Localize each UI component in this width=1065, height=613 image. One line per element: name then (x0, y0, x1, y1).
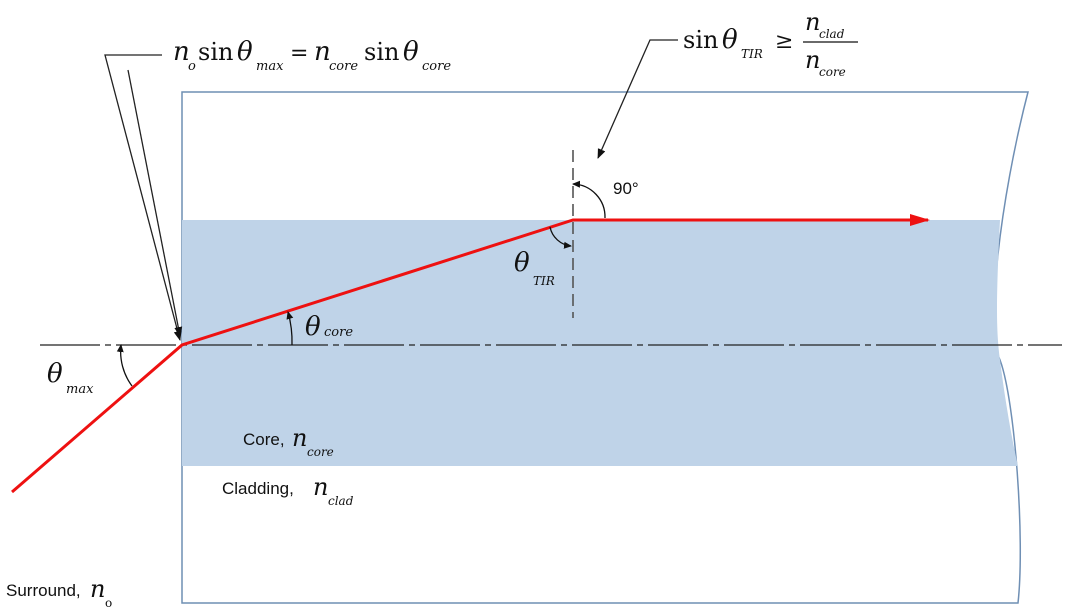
leader-entry-equation (104, 54, 182, 341)
svg-text:θ: θ (237, 37, 253, 67)
tir-condition-equation: sin θ TIR ≥ n clad n core (683, 8, 858, 79)
theta-core-label: θ (305, 312, 321, 342)
angle-arrow-icon (572, 180, 606, 219)
svg-text:Cladding,: Cladding, (222, 479, 294, 498)
theta-core-subscript: core (324, 325, 353, 340)
svg-text:n: n (805, 8, 820, 36)
angle-arrow-icon (549, 226, 572, 249)
svg-text:Surround,: Surround, (6, 581, 81, 600)
svg-text:n: n (313, 473, 328, 501)
surround-label: Surround, n o (6, 575, 112, 610)
light-ray (11, 214, 930, 494)
svg-text:core: core (307, 445, 334, 459)
snell-entry-equation: n o sin θ max = n core sin θ core (173, 37, 451, 74)
svg-text:n: n (173, 37, 190, 67)
core-region (182, 220, 1018, 466)
svg-text:sin: sin (198, 38, 233, 66)
svg-text:=: = (290, 41, 308, 66)
svg-text:n: n (805, 46, 820, 74)
svg-text:clad: clad (819, 27, 845, 41)
svg-text:TIR: TIR (741, 47, 763, 61)
svg-text:clad: clad (328, 494, 354, 508)
core-label: Core, n core (243, 424, 334, 459)
svg-text:o: o (188, 59, 196, 74)
angle-arrow-icon (286, 311, 294, 346)
svg-text:θ: θ (722, 25, 738, 55)
svg-text:max: max (256, 59, 284, 74)
theta-tir-label: θ (514, 248, 530, 278)
svg-text:sin: sin (364, 38, 399, 66)
theta-tir-subscript: TIR (533, 274, 555, 288)
leader-tir-equation (597, 39, 678, 159)
cladding-label: Cladding, n clad (222, 473, 354, 508)
right-angle-label: 90° (613, 179, 639, 198)
leader-entry-equation-2 (127, 69, 183, 337)
svg-text:o: o (105, 596, 112, 610)
svg-text:n: n (314, 37, 331, 67)
svg-text:Core,: Core, (243, 430, 285, 449)
svg-text:≥: ≥ (775, 29, 793, 54)
angle-arrow-icon (116, 344, 133, 387)
svg-text:n: n (90, 575, 105, 603)
theta-max-label: θ (47, 359, 63, 389)
theta-max-subscript: max (66, 382, 94, 397)
svg-text:core: core (329, 59, 358, 74)
svg-text:core: core (422, 59, 451, 74)
svg-text:θ: θ (403, 37, 419, 67)
svg-text:sin: sin (683, 26, 718, 54)
svg-text:core: core (819, 65, 846, 79)
svg-text:n: n (292, 424, 307, 452)
